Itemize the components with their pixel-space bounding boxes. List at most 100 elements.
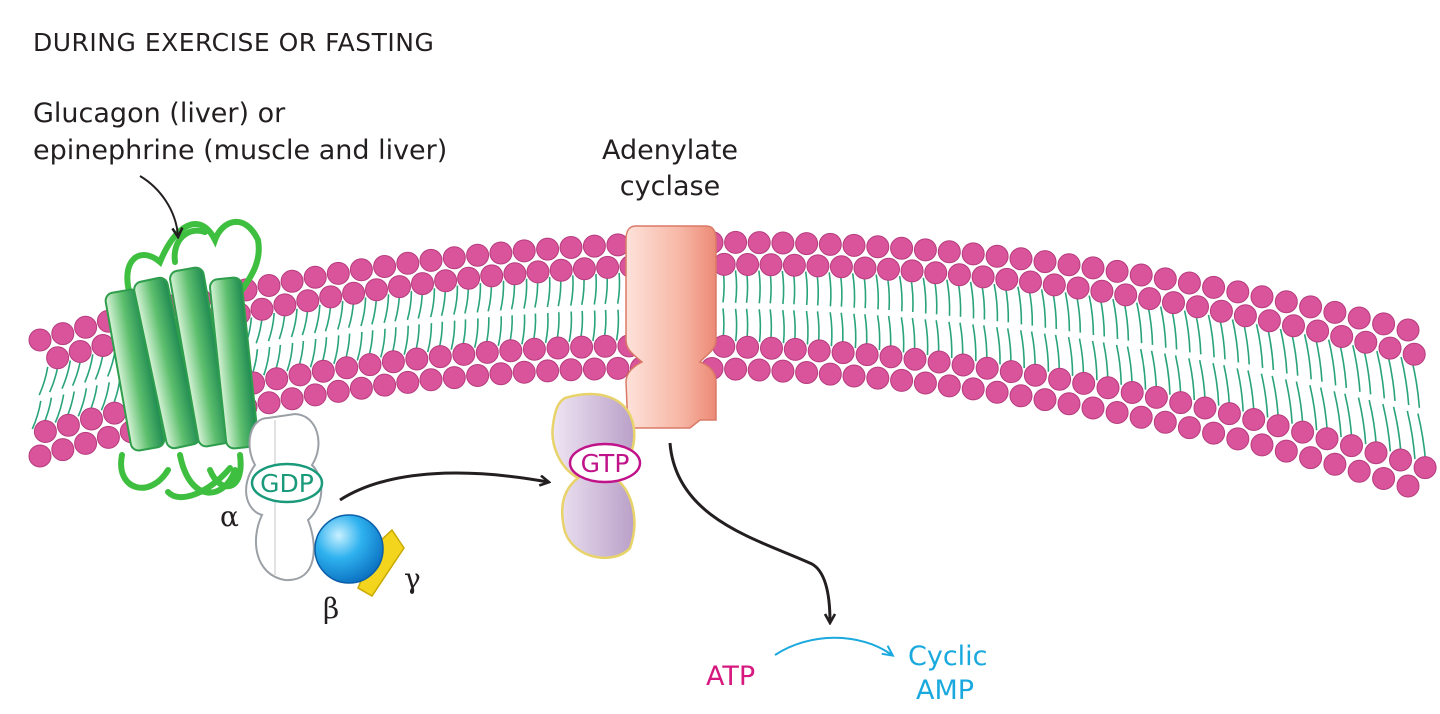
lipid-tail <box>499 280 505 311</box>
lipid-tail <box>1266 326 1275 371</box>
lipid-tail <box>1099 296 1106 337</box>
lipid-head <box>1048 367 1072 391</box>
lipid-head <box>593 334 617 358</box>
lipid-head <box>724 230 748 254</box>
lipid-head <box>434 269 458 293</box>
lipid-head <box>1066 276 1090 300</box>
lipid-head <box>782 253 806 277</box>
gamma-label: γ <box>404 562 421 595</box>
lipid-head <box>1266 414 1290 438</box>
lipid-tail <box>1327 339 1337 386</box>
lipid-head <box>80 407 103 431</box>
lipid-tail <box>1136 302 1143 344</box>
lipid-tail <box>805 310 809 345</box>
lipid-head <box>1023 363 1047 387</box>
lipid-head <box>913 238 937 262</box>
lipid-tail <box>1078 338 1085 378</box>
lipid-tail <box>309 338 317 368</box>
lipid-tail <box>1400 356 1410 406</box>
lipid-head <box>512 239 536 263</box>
receptor-helices <box>104 266 260 452</box>
lipid-tail <box>1284 379 1293 424</box>
lipid-head <box>1019 270 1042 294</box>
lipid-head <box>522 337 546 361</box>
lipid-head <box>1153 267 1177 291</box>
lipid-head <box>771 359 795 383</box>
lipid-head <box>572 257 596 281</box>
lipid-head <box>273 293 297 317</box>
lipid-head <box>536 359 560 383</box>
lipid-tail <box>946 279 951 316</box>
lipid-head <box>1138 287 1162 311</box>
lipid-head <box>947 263 971 287</box>
lipid-head <box>411 272 434 296</box>
lipid-head <box>559 236 583 259</box>
lipid-head <box>1396 474 1420 498</box>
lipid-head <box>396 251 420 275</box>
lipid-tail <box>1319 387 1329 433</box>
lipid-head <box>842 364 866 388</box>
lipid-head <box>759 253 783 277</box>
lipid-tail <box>1218 316 1226 360</box>
lipid-head <box>985 244 1009 268</box>
lipid-head <box>457 266 481 290</box>
lipid-tail <box>406 291 413 321</box>
lipid-tail <box>38 366 49 396</box>
lipid-tail <box>592 310 596 342</box>
lipid-head <box>937 240 961 264</box>
lipid-head <box>1202 421 1226 445</box>
lipid-tail <box>1198 360 1206 402</box>
lipid-head <box>1120 381 1144 404</box>
lipid-head <box>999 360 1023 384</box>
lipid-head <box>1306 319 1330 343</box>
lipid-tail <box>383 294 390 324</box>
lipid-tail <box>875 274 880 310</box>
lipid-head <box>335 356 359 380</box>
lipid-tail <box>959 322 964 359</box>
lipid-tail <box>521 314 526 345</box>
lipid-head <box>1105 259 1129 283</box>
lipid-head <box>1242 408 1266 431</box>
lipid-head <box>842 233 866 257</box>
adenylate-label-line2: cyclase <box>619 171 721 202</box>
lipid-tail <box>1212 363 1220 406</box>
lipid-tail <box>1290 331 1299 376</box>
lipid-tail <box>263 346 271 376</box>
lipid-tail <box>1088 295 1095 336</box>
lipid-head <box>33 420 57 443</box>
lipid-head <box>879 345 903 369</box>
lipid-tail <box>1223 365 1231 408</box>
lipid-head <box>499 339 523 363</box>
lipid-head <box>1009 384 1033 408</box>
lipid-head <box>937 374 961 398</box>
lipid-head <box>303 383 327 407</box>
lipid-head <box>975 356 999 380</box>
lipid-head <box>1090 279 1114 303</box>
lipid-head <box>280 269 304 293</box>
lipid-head <box>419 368 443 392</box>
lipid-tail <box>948 321 953 359</box>
lipid-head <box>855 343 879 367</box>
lipid-tail <box>61 360 72 390</box>
lipid-tail <box>1309 385 1318 431</box>
lipid-head <box>349 376 373 400</box>
lipid-head <box>1402 342 1426 366</box>
lipid-head <box>818 362 842 386</box>
g-beta-subunit <box>314 514 384 584</box>
diagram-heading: DURING EXERCISE OR FASTING <box>33 28 435 57</box>
lipid-head <box>853 256 877 280</box>
lipid-head <box>546 336 570 360</box>
lipid-tail <box>497 316 503 346</box>
lipid-head <box>831 341 855 365</box>
lipid-head <box>1042 273 1066 297</box>
lipid-tail <box>1207 314 1215 358</box>
lipid-tail <box>1352 345 1361 392</box>
lipid-head <box>1081 256 1105 280</box>
lipid-head <box>91 334 115 357</box>
lipid-tail <box>77 388 88 417</box>
lipid-head <box>442 366 466 390</box>
lipid-head <box>1330 325 1354 348</box>
lipid-head <box>829 255 853 279</box>
lipid-tail <box>1123 300 1130 341</box>
lipid-head <box>927 350 951 374</box>
